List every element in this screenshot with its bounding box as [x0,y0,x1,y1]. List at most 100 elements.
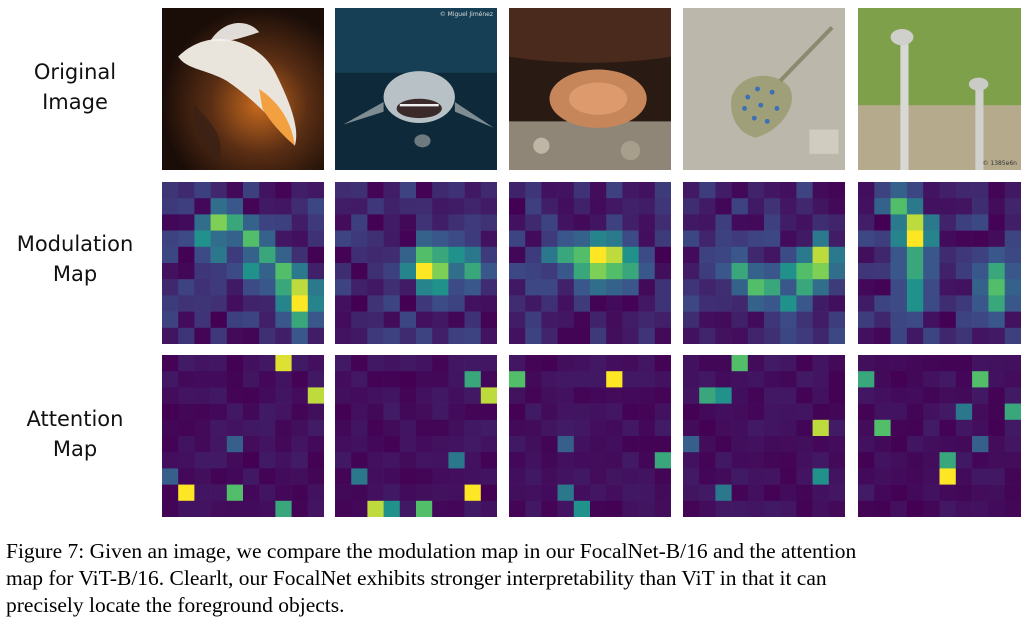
heatmap-cell [194,327,211,344]
heatmap-cell [731,279,749,296]
heatmap-cell [178,198,195,215]
heatmap-cell [699,419,716,437]
heatmap-cell [906,230,924,248]
heatmap-cell [210,355,228,372]
heatmap-cell [243,419,260,437]
heatmap-cell [335,327,352,344]
heatmap-cell [683,327,700,344]
heatmap-cell [210,403,228,421]
heatmap-cell [541,263,558,280]
heatmap-cell [780,419,797,437]
heatmap-cell [291,355,309,372]
heatmap-cell [699,182,716,199]
heatmap-cell [448,436,465,453]
heatmap-cell [383,182,401,199]
heatmap-cell [351,246,368,264]
heatmap-cell [858,500,875,517]
heatmap-cell [858,468,875,485]
heatmap-cell [955,198,973,215]
row-label-line: Image [42,90,108,114]
heatmap-cell [178,311,195,329]
heatmap-cell [939,246,957,264]
heatmap-cell [259,387,276,404]
heatmap-cell [509,182,526,199]
heatmap-cell [828,230,845,248]
heatmap-cell [525,182,542,199]
heatmap-cell [399,263,417,280]
heatmap-cell [683,246,700,264]
heatmap-cell [715,484,732,502]
heatmap-cell [1004,295,1021,312]
heatmap-cell [988,500,1006,517]
heatmap-cell [464,295,482,312]
heatmap-cell [764,182,781,199]
heatmap-cell [464,387,482,404]
heatmap-cell [226,419,244,437]
heatmap-cell [509,279,526,296]
heatmap-cell [622,311,639,329]
heatmap-cell [178,403,195,421]
heatmap-cell [622,263,639,280]
heatmap-cell [162,214,179,231]
heatmap-cell [383,263,401,280]
heatmap-cell [874,484,891,502]
heatmap-cell [988,246,1006,264]
heatmap-cell [557,355,575,372]
heatmap-cell [747,246,765,264]
heatmap-cell [654,468,671,485]
heatmap-cell [796,182,813,199]
heatmap-cell [654,246,671,264]
heatmap-cell [622,279,639,296]
heatmap-cell [780,500,797,517]
heatmap-cell [683,387,700,404]
heatmap-cell [178,214,195,231]
heatmap-cell [972,500,989,517]
heatmap-cell [432,182,449,199]
heatmap-cell [194,182,211,199]
heatmap-cell [259,355,276,372]
heatmap-cell [178,371,195,388]
heatmap-cell [858,182,875,199]
heatmap-cell [923,355,940,372]
heatmap-cell [731,295,749,312]
heatmap-cell [988,295,1006,312]
heatmap-cell [162,452,179,469]
heatmap-cell [955,230,973,248]
heatmap-cell [399,371,417,388]
heatmap-cell [525,419,542,437]
heatmap-cell [416,327,433,344]
heatmap-cell [988,182,1006,199]
heatmap-cell [259,182,276,199]
heatmap-cell [464,419,482,437]
heatmap-cell [606,295,623,312]
heatmap-cell [715,419,732,437]
heatmap-cell [654,403,671,421]
heatmap-cell [541,452,558,469]
heatmap-cell [812,468,830,485]
heatmap-cell [367,355,384,372]
heatmap-grid [509,182,671,344]
heatmap-cell [890,311,908,329]
attention-map-clownfish [162,355,324,517]
heatmap-cell [715,214,732,231]
heatmap-cell [464,279,482,296]
heatmap-cell [812,371,830,388]
heatmap-cell [399,403,417,421]
heatmap-cell [764,279,781,296]
heatmap-cell [590,327,607,344]
heatmap-cell [162,419,179,437]
heatmap-cell [464,355,482,372]
heatmap-cell [731,230,749,248]
heatmap-cell [541,403,558,421]
row-label-line: Map [52,437,98,461]
heatmap-cell [509,327,526,344]
heatmap-cell [162,327,179,344]
figure-caption: Figure 7: Given an image, we compare the… [6,538,1030,619]
heatmap-cell [464,230,482,248]
heatmap-cell [541,214,558,231]
heatmap-cell [573,436,591,453]
heatmap-cell [606,311,623,329]
heatmap-cell [654,500,671,517]
heatmap-cell [210,387,228,404]
heatmap-cell [194,263,211,280]
